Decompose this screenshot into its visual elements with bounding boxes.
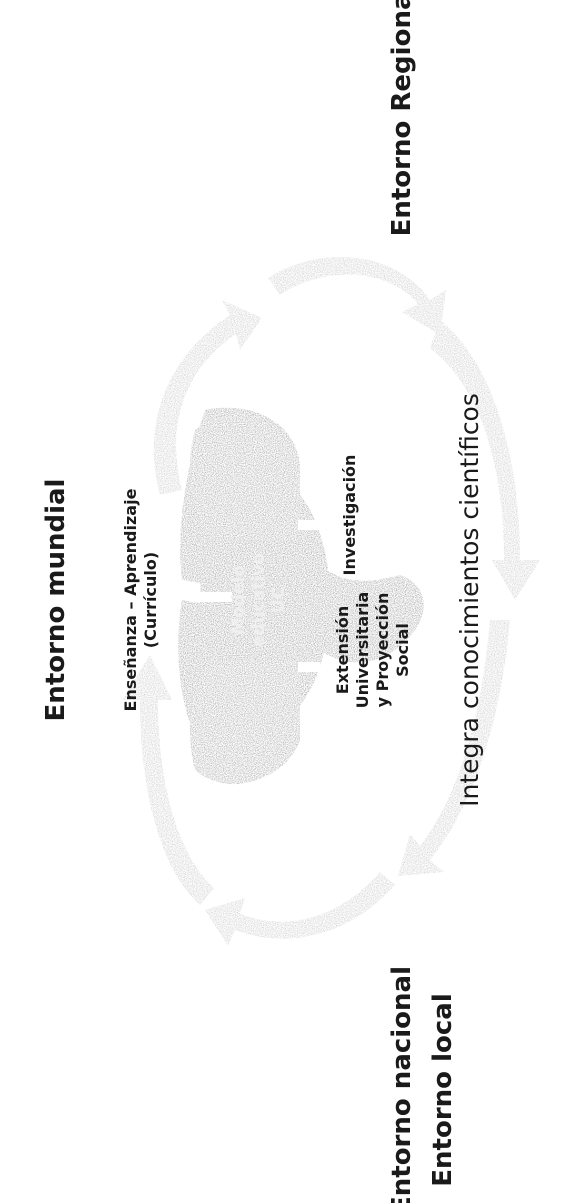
- label-extension-line4: Social: [393, 623, 412, 677]
- labels: Entorno mundial Entorno local Entorno Re…: [41, 0, 484, 1203]
- cycle-arrow-top-right: [268, 257, 446, 335]
- cycle-arrow-left: [122, 655, 214, 905]
- label-teaching-line2: (Currículo): [141, 552, 160, 648]
- label-center-line3: UC: [269, 587, 289, 613]
- trefoil: [178, 407, 424, 785]
- label-center-line1: Modelo: [229, 565, 249, 635]
- cycle-arrow-right: [430, 320, 540, 600]
- cycle-arrow-top: [153, 300, 262, 495]
- label-center-line2: educativo: [249, 553, 269, 647]
- lobe-top: [190, 415, 300, 540]
- label-extension-line2: Universitaria: [353, 592, 372, 709]
- label-entorno-regional: Entorno Regional: [387, 0, 417, 236]
- connector-extension: [298, 662, 320, 672]
- connector-research: [298, 520, 320, 530]
- outer-cycle-arrows: [122, 257, 540, 946]
- label-teaching-line1: Enseñanza – Aprendizaje: [121, 488, 140, 711]
- cycle-arrow-bottom-right: [398, 620, 510, 876]
- cycle-arrow-bottom: [205, 872, 395, 946]
- lobe-bottom: [190, 660, 300, 785]
- label-entorno-mundial: Entorno mundial: [41, 479, 71, 722]
- label-bottom-caption: Integra conocimientos científicos: [455, 393, 484, 807]
- label-research: Investigación: [340, 455, 359, 576]
- label-entorno-nacional: Entorno nacional: [387, 966, 417, 1203]
- connector-teaching: [200, 592, 232, 602]
- label-entorno-local: Entorno local: [428, 993, 458, 1186]
- lobe-extension: [318, 560, 424, 663]
- connector-bars: [200, 520, 320, 672]
- label-extension-line1: Extensión: [333, 606, 352, 695]
- label-extension-line3: y Proyección: [373, 593, 392, 708]
